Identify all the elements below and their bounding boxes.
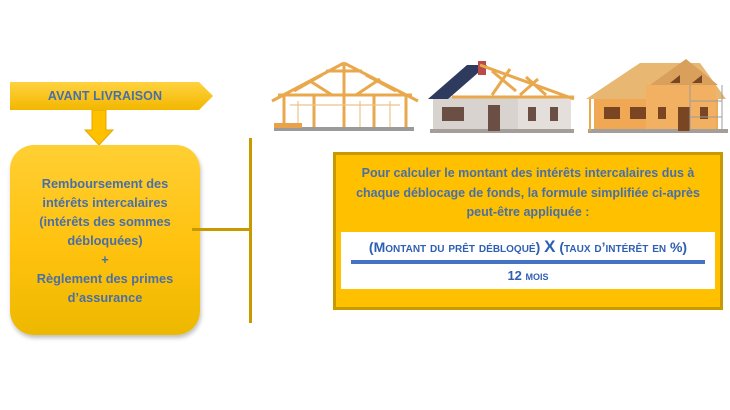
formula-fraction: (Montant du prêt débloqué) X (taux d’int…	[341, 232, 715, 289]
house-construction-illustrations	[270, 55, 730, 137]
formula-intro-line: peut-être appliquée :	[466, 205, 590, 219]
multiply-operator: X	[544, 237, 556, 256]
box-line: d’assurance	[67, 289, 143, 305]
banner-arrow-shape	[10, 82, 213, 110]
formula-intro: Pour calculer le montant des intérêts in…	[336, 164, 720, 223]
connector-vertical-bracket	[249, 138, 252, 323]
formula-intro-line: Pour calculer le montant des intérêts in…	[361, 166, 695, 180]
avant-livraison-banner: AVANT LIVRAISON	[10, 82, 213, 110]
banner-label: AVANT LIVRAISON	[47, 89, 163, 103]
connector-horizontal	[192, 228, 250, 231]
formula-intro-line: chaque déblocage de fonds, la formule si…	[356, 185, 700, 200]
house-partial-roof-icon	[428, 61, 575, 133]
box-line: intérêts intercalaires	[42, 194, 168, 210]
down-arrow-icon	[83, 109, 115, 146]
plus-sign: +	[101, 251, 109, 267]
house-wood-finished-icon	[586, 59, 728, 133]
fraction-bar	[351, 260, 705, 264]
box-line: Remboursement des	[41, 175, 169, 191]
house-frame-icon	[271, 61, 419, 131]
box-line: (intérêts des sommes	[39, 213, 171, 229]
numerator-loan-amount: (Montant du prêt débloqué)	[368, 239, 541, 255]
box-line: Règlement des primes	[36, 270, 174, 286]
formula-denominator: 12 mois	[507, 268, 549, 283]
box-line: débloquées)	[67, 232, 143, 248]
formula-numerator: (Montant du prêt débloqué) X (taux d’int…	[341, 237, 715, 257]
formula-box: Pour calculer le montant des intérêts in…	[333, 152, 723, 310]
interest-repayment-box: Remboursement des intérêts intercalaires…	[10, 145, 200, 335]
numerator-interest-rate: (taux d’intérêt en %)	[559, 239, 688, 255]
